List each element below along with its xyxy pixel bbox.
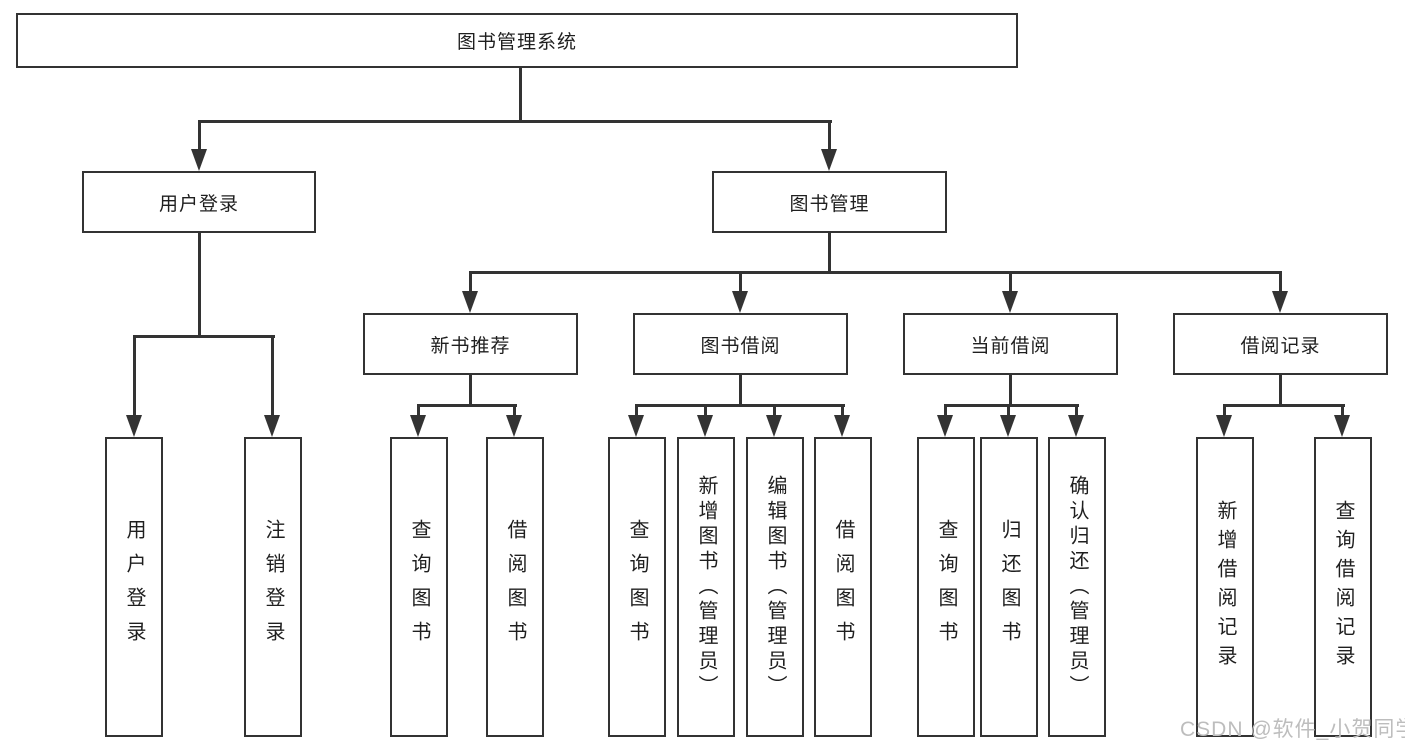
connector-to-bb-borrow [841, 404, 844, 417]
arrowhead-to-cb-confirm [1068, 415, 1084, 437]
records-add-record-node: 新增借阅记录 [1196, 437, 1254, 737]
root-node-label: 图书管理系统 [456, 32, 577, 53]
arrowhead-to-rec-query [410, 415, 426, 437]
book-management-node-label: 图书管理 [789, 193, 870, 215]
current-borrowing-node: 当前借阅 [903, 313, 1118, 375]
connector-current-crossbar [944, 404, 1079, 407]
arrowhead-to-user-login [191, 149, 207, 171]
current-query-books-node: 查询图书 [917, 437, 975, 737]
connector-login-stem [198, 233, 201, 337]
arrowhead-to-current [1002, 291, 1018, 313]
recommend-borrow-books-node: 借阅图书 [486, 437, 544, 737]
connector-to-cb-query [944, 404, 947, 417]
user-login-leaf-label: 用户登录 [123, 519, 145, 655]
connector-root-stem [519, 68, 522, 122]
book-borrowing-label: 图书借阅 [700, 335, 781, 357]
csdn-watermark: CSDN @软件_小贺同学 [1180, 718, 1405, 741]
current-confirm-return-label: 确认归还（管理员） [1066, 474, 1088, 700]
connector-recommend-crossbar [417, 404, 517, 407]
connector-to-cb-confirm [1075, 404, 1078, 417]
connector-to-bb-add [704, 404, 707, 417]
arrowhead-to-bb-add [697, 415, 713, 437]
arrowhead-to-br-add [1216, 415, 1232, 437]
records-query-record-node: 查询借阅记录 [1314, 437, 1372, 737]
connector-to-rec-borrow [513, 404, 516, 417]
logout-leaf-label: 注销登录 [262, 519, 284, 655]
arrowhead-to-records [1272, 291, 1288, 313]
current-borrowing-label: 当前借阅 [970, 335, 1051, 357]
arrowhead-to-bb-edit [766, 415, 782, 437]
recommend-borrow-books-label: 借阅图书 [504, 519, 526, 655]
borrowing-add-books-label: 新增图书（管理员） [695, 474, 717, 700]
connector-borrowing-crossbar [635, 404, 845, 407]
connector-records-crossbar [1223, 404, 1345, 407]
connector-current-stem [1009, 375, 1012, 407]
connector-to-cb-return [1007, 404, 1010, 417]
user-login-leaf-node: 用户登录 [105, 437, 163, 737]
root-node-library-management-system: 图书管理系统 [16, 13, 1018, 68]
arrowhead-to-br-query [1334, 415, 1350, 437]
arrowhead-to-bb-borrow [834, 415, 850, 437]
connector-to-rec-query [417, 404, 420, 417]
borrowing-borrow-books-node: 借阅图书 [814, 437, 872, 737]
arrowhead-to-borrowing [732, 291, 748, 313]
connector-recommend-stem [469, 375, 472, 407]
arrowhead-to-rec-borrow [506, 415, 522, 437]
borrowing-edit-books-node: 编辑图书（管理员） [746, 437, 804, 737]
recommend-query-books-node: 查询图书 [390, 437, 448, 737]
borrowing-query-books-label: 查询图书 [626, 519, 648, 655]
borrowing-borrow-books-label: 借阅图书 [832, 519, 854, 655]
connector-to-bb-query [635, 404, 638, 417]
current-confirm-return-node: 确认归还（管理员） [1048, 437, 1106, 737]
connector-root-to-login [198, 120, 201, 154]
current-return-books-node: 归还图书 [980, 437, 1038, 737]
connector-to-logout-leaf [271, 335, 274, 417]
records-add-record-label: 新增借阅记录 [1214, 500, 1236, 674]
records-query-record-label: 查询借阅记录 [1332, 500, 1354, 674]
arrowhead-to-login-leaf [126, 415, 142, 437]
book-management-node: 图书管理 [712, 171, 947, 233]
connector-to-bb-edit [773, 404, 776, 417]
arrowhead-to-recommend [462, 291, 478, 313]
connector-to-br-query [1341, 404, 1344, 417]
new-book-recommend-node: 新书推荐 [363, 313, 578, 375]
arrowhead-to-logout-leaf [264, 415, 280, 437]
arrowhead-to-book-management [821, 149, 837, 171]
book-borrowing-node: 图书借阅 [633, 313, 848, 375]
user-login-node-label: 用户登录 [158, 193, 239, 215]
new-book-recommend-label: 新书推荐 [430, 335, 511, 357]
connector-to-current [1009, 271, 1012, 295]
connector-to-br-add [1223, 404, 1226, 417]
arrowhead-to-cb-query [937, 415, 953, 437]
connector-to-login-leaf [133, 335, 136, 417]
connector-to-recommend [469, 271, 472, 295]
connector-login-crossbar [133, 335, 275, 338]
connector-bookmgmt-crossbar [469, 271, 1282, 274]
arrowhead-to-cb-return [1000, 415, 1016, 437]
connector-borrowing-stem [739, 375, 742, 407]
connector-records-stem [1279, 375, 1282, 407]
user-login-node: 用户登录 [82, 171, 316, 233]
connector-bookmgmt-stem [828, 233, 831, 274]
borrowing-records-node: 借阅记录 [1173, 313, 1388, 375]
current-query-books-label: 查询图书 [935, 519, 957, 655]
borrowing-query-books-node: 查询图书 [608, 437, 666, 737]
arrowhead-to-bb-query [628, 415, 644, 437]
borrowing-edit-books-label: 编辑图书（管理员） [764, 474, 786, 700]
connector-root-crossbar [198, 120, 832, 123]
recommend-query-books-label: 查询图书 [408, 519, 430, 655]
connector-root-to-bookmgmt [828, 120, 831, 154]
connector-to-records [1279, 271, 1282, 295]
logout-leaf-node: 注销登录 [244, 437, 302, 737]
connector-to-borrowing [739, 271, 742, 295]
current-return-books-label: 归还图书 [998, 519, 1020, 655]
borrowing-add-books-node: 新增图书（管理员） [677, 437, 735, 737]
borrowing-records-label: 借阅记录 [1240, 335, 1321, 357]
